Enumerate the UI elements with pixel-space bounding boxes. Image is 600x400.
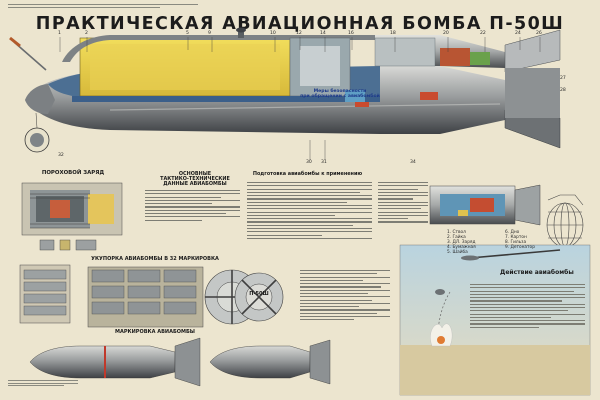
heading-preparation: Подготовка авиабомбы к применению <box>252 171 363 177</box>
callout-number: 10 <box>270 31 276 36</box>
callout-number: 16 <box>348 31 354 36</box>
tail-fin-upper <box>504 29 561 73</box>
poster-title: ПРАКТИЧЕСКАЯ АВИАЦИОННАЯ БОМБА П-50Ш <box>35 14 565 34</box>
specs-text-block <box>145 190 240 223</box>
callout-number: 27 <box>560 76 566 81</box>
safety-text-block <box>378 182 428 225</box>
callout-number: 28 <box>560 88 566 93</box>
preparation-text-block <box>247 182 372 241</box>
callout-number: 32 <box>58 153 64 158</box>
callout-number: 20 <box>443 31 449 36</box>
parts-list: 1. Ствол 2. Гайка 3. ДЛ. Заряд 4. Бумажн… <box>447 230 507 255</box>
heading-safety: Меры безопасности при обращении с авиабо… <box>300 89 380 99</box>
heading-powder-charge: ПОРОХОВОЙ ЗАРЯД <box>41 170 105 176</box>
callout-number: 9 <box>208 31 211 36</box>
bomb-action-panel <box>399 244 591 396</box>
list-item: 4. Бумажная <box>447 245 476 250</box>
main-bomb-cutaway <box>25 27 561 149</box>
list-item: 1. Ствол <box>447 230 466 235</box>
callout-number: 2 <box>85 31 88 36</box>
callout-number: 18 <box>390 31 396 36</box>
callout-number: 30 <box>306 160 312 165</box>
heading-marking: МАРКИРОВКА АВИАБОМБЫ <box>115 329 195 335</box>
list-item: 2. Гайка <box>447 235 466 240</box>
callout-number: 31 <box>321 160 327 165</box>
callout-number: 5 <box>186 31 189 36</box>
list-item: 5. Шайба <box>447 250 468 255</box>
callout-number: 34 <box>410 160 416 165</box>
parts-list-continued: 6. Дно 7. Картон 8. Гильза 9. Детонатор <box>505 230 565 250</box>
packing-legend-block <box>300 270 390 323</box>
footer-fine-print <box>8 380 78 388</box>
powder-charge-drawing <box>21 182 123 251</box>
stencil-label: П-50Ш <box>249 291 269 297</box>
callout-number: 26 <box>536 31 542 36</box>
callout-number: 1 <box>58 31 61 36</box>
action-text-block <box>470 284 585 330</box>
heading-main-data: ОСНОВНЫЕ ТАКТИКО-ТЕХНИЧЕСКИЕ ДАННЫЕ АВИА… <box>160 171 230 188</box>
list-item: 9. Детонатор <box>505 245 535 250</box>
callout-number: 14 <box>320 31 326 36</box>
callout-number: 24 <box>515 31 521 36</box>
callout-number: 12 <box>296 31 302 36</box>
heading-action: Действие авиабомбы <box>500 269 574 276</box>
tail-section-drawing <box>429 184 541 226</box>
screwdriver-illustration <box>9 36 47 71</box>
list-item: 6. Дно <box>505 230 520 235</box>
suspension-lug <box>238 28 244 38</box>
header-fine-print <box>8 4 198 9</box>
list-item: 8. Гильза <box>505 240 527 245</box>
smoke-plume <box>430 323 453 347</box>
callout-leaders <box>59 37 541 160</box>
list-item: 7. Картон <box>505 235 527 240</box>
list-item: 3. ДЛ. Заряд <box>447 240 476 245</box>
callout-number: 22 <box>480 31 486 36</box>
marking-drawings <box>29 337 331 387</box>
heading-packing: УКУПОРКА АВИАБОМБЫ В 32 МАРКИРОВКА <box>91 256 219 262</box>
packing-drawings <box>19 264 284 328</box>
